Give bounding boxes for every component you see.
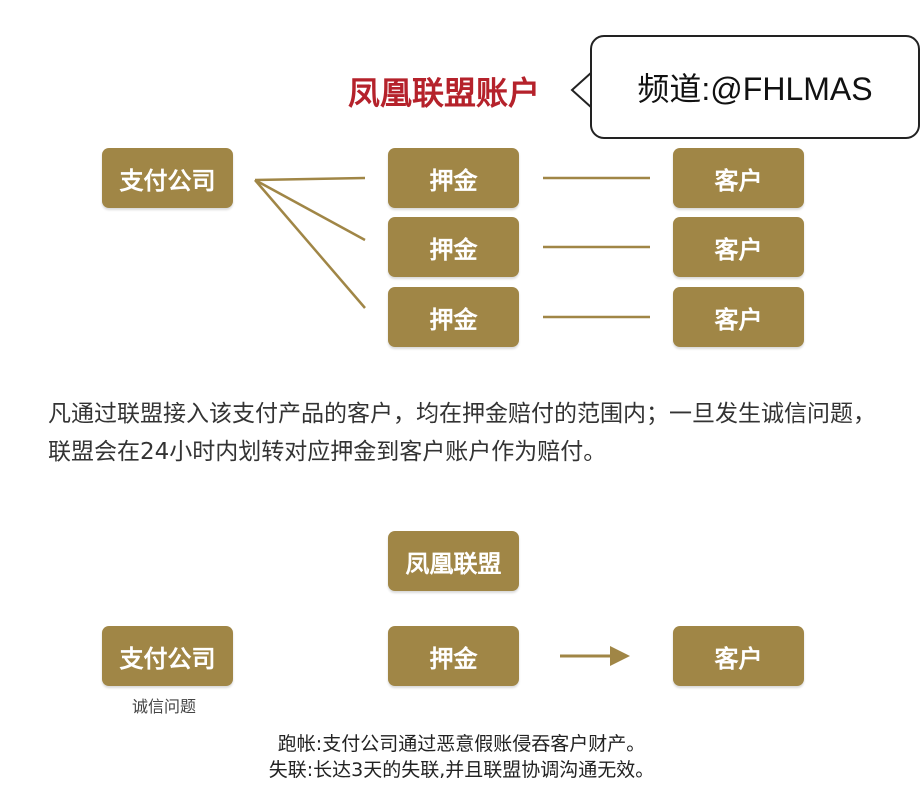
customer-box: 客户 xyxy=(673,287,804,347)
customer-box: 客户 xyxy=(673,148,804,208)
payment-company-box: 支付公司 xyxy=(102,626,233,686)
connector-line xyxy=(254,178,366,242)
deposit-box: 押金 xyxy=(388,217,519,277)
customer-box: 客户 xyxy=(673,217,804,277)
deposit-box: 押金 xyxy=(388,287,519,347)
callout-text: 频道:@FHLMAS xyxy=(637,71,873,107)
callout-pointer xyxy=(570,69,593,111)
callout-bubble: 频道:@FHLMAS xyxy=(590,35,920,139)
integrity-issue-caption: 诚信问题 xyxy=(132,697,197,716)
connector-line xyxy=(254,176,366,182)
diagram-title: 凤凰联盟账户 xyxy=(348,74,541,112)
arrow-head-icon xyxy=(610,646,630,666)
note-line: 跑帐:支付公司通过恶意假账侵吞客户财产。 xyxy=(277,733,646,755)
deposit-box: 押金 xyxy=(388,626,519,686)
description-paragraph: 凡通过联盟接入该支付产品的客户，均在押金赔付的范围内；一旦发生诚信问题，联盟会在… xyxy=(48,401,876,465)
alliance-box: 凤凰联盟 xyxy=(388,531,519,591)
note-line: 失联:长达3天的失联,并且联盟协调沟通无效。 xyxy=(268,759,655,781)
deposit-box: 押金 xyxy=(388,148,519,208)
customer-box: 客户 xyxy=(673,626,804,686)
connector-line xyxy=(254,179,366,309)
payment-company-box: 支付公司 xyxy=(102,148,233,208)
